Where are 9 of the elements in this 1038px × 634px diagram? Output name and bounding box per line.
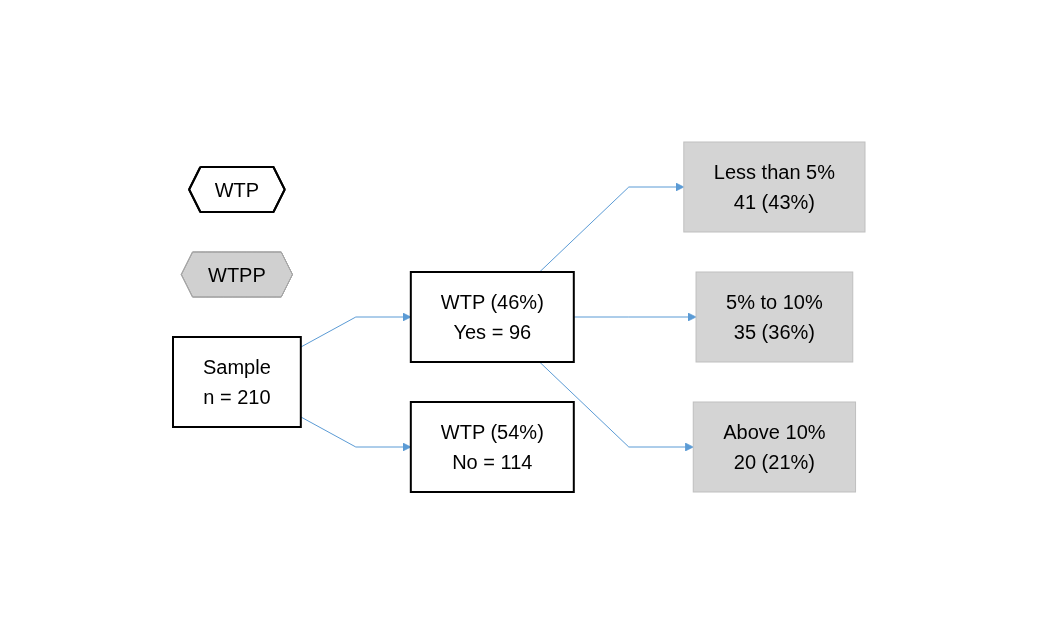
arrow [573, 312, 697, 322]
node-box: Above 10% 20 (21%) [692, 401, 857, 493]
node-box: WTP (54%) No = 114 [409, 401, 575, 493]
node-box: Sample n = 210 [172, 336, 302, 428]
arrow [539, 182, 685, 273]
arrow [539, 361, 694, 452]
node-box: WTP (46%) Yes = 96 [409, 271, 575, 363]
node-box: 5% to 10% 35 (36%) [695, 271, 854, 363]
node-box: Less than 5% 41 (43%) [683, 141, 866, 233]
